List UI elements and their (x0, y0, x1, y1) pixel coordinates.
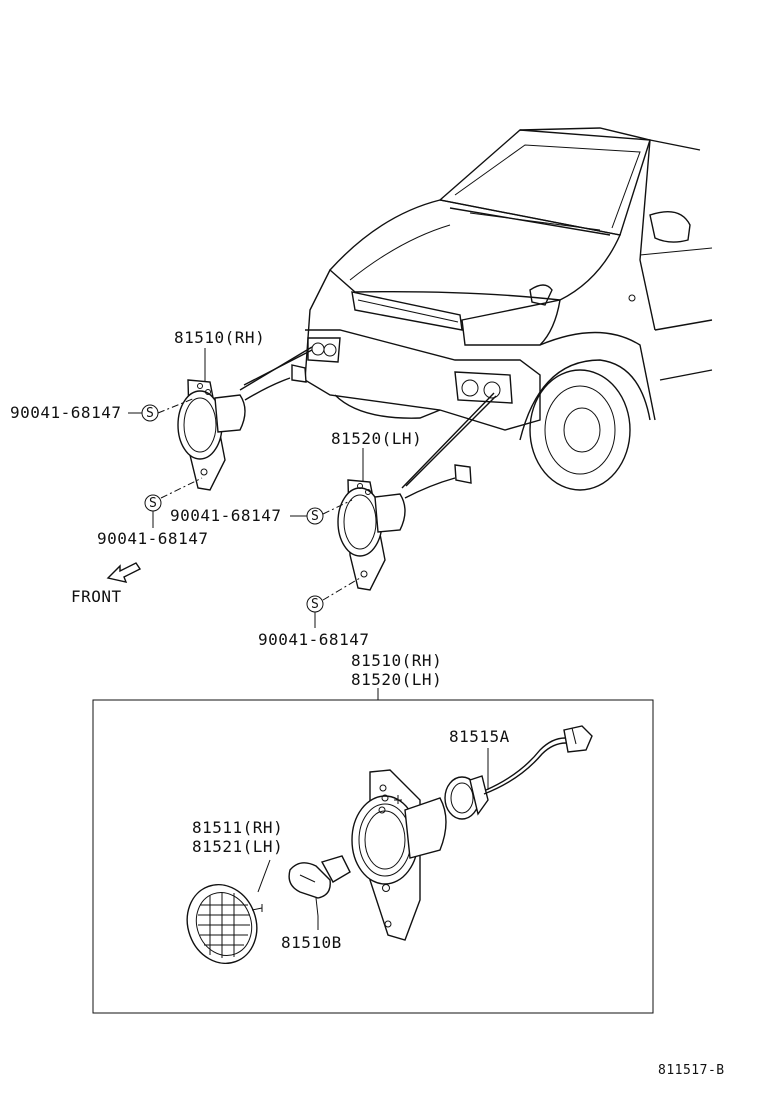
exploded-leaders (257, 859, 319, 930)
part-label-socket: 81515A (449, 727, 510, 746)
assy-label-lh: 81520(LH) (351, 670, 443, 689)
vehicle-outline (304, 127, 713, 491)
screw-symbol-3: S (311, 509, 320, 524)
screw-symbol-2: S (149, 496, 158, 511)
part-label-bulb: 81510B (281, 933, 342, 952)
fog-lamp-lh-illustration (337, 464, 472, 591)
front-arrow-icon (106, 562, 142, 583)
screw-symbol-1: S (146, 406, 155, 421)
part-label-screw-lh-upper: 90041-68147 (170, 506, 282, 525)
front-label: FRONT (71, 587, 122, 606)
part-label-81510-rh: 81510(RH) (174, 328, 266, 347)
housing-illustration (351, 769, 447, 941)
part-label-screw-rh-lower: 90041-68147 (97, 529, 209, 548)
screw-markers (128, 348, 364, 628)
screw-symbol-4: S (311, 597, 320, 612)
bulb-illustration (288, 855, 351, 917)
assy-label-rh: 81510(RH) (351, 651, 443, 670)
part-label-screw-lh-lower: 90041-68147 (258, 630, 370, 649)
part-label-screw-rh-upper: 90041-68147 (10, 403, 122, 422)
exploded-view-box (92, 688, 654, 1014)
fog-lamp-rh-illustration (177, 364, 307, 491)
lens-illustration (186, 883, 263, 965)
part-label-81520-lh: 81520(LH) (331, 429, 423, 448)
location-leaders (239, 346, 497, 489)
part-label-lens-lh: 81521(LH) (192, 837, 284, 856)
socket-illustration (444, 725, 593, 820)
part-label-lens-rh: 81511(RH) (192, 818, 284, 837)
diagram-code: 811517-B (658, 1063, 725, 1078)
